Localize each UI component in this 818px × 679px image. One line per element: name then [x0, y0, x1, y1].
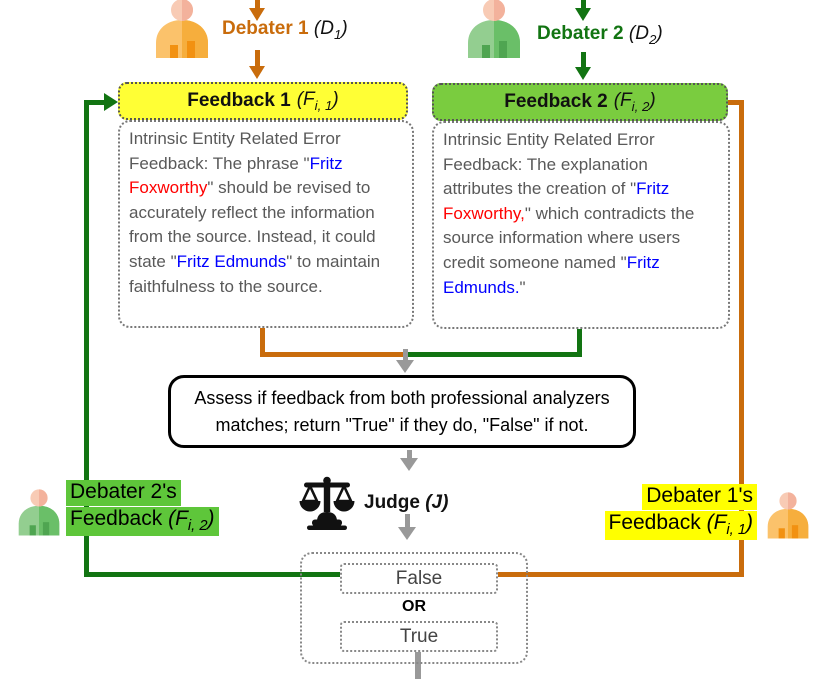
debater2-avatar-icon: [468, 0, 520, 58]
return-path-green-horizontal-top: [84, 100, 106, 105]
debater2-feedback-label: Debater 2's Feedback (Fi, 2): [66, 480, 219, 537]
debater1-name: Debater 1: [222, 18, 309, 39]
return-path-green-arrowhead: [104, 93, 118, 111]
arrow-into-debater1: [255, 0, 260, 9]
debater2-symbol: (D2): [628, 23, 663, 47]
feedback1-header: Feedback 1 (Fi, 1): [118, 82, 408, 120]
arrow-into-debater2-head: [575, 8, 591, 21]
arrow-junction-to-assess: [403, 349, 408, 361]
arrow-into-debater2: [581, 0, 586, 9]
return-path-orange-vertical: [739, 102, 744, 572]
true-label: True: [399, 625, 439, 647]
arrow-debater2-to-feedback2-head: [575, 67, 591, 80]
arrow-judge-to-outcome-head: [398, 527, 416, 540]
debater1-avatar-icon-small: [767, 492, 809, 539]
feedback1-text: Intrinsic Entity Related Error Feedback:…: [118, 120, 414, 328]
feedback2-text: Intrinsic Entity Related Error Feedback:…: [432, 121, 730, 329]
debater1-avatar-icon: [156, 0, 208, 58]
false-box: False: [340, 563, 498, 594]
arrow-assess-to-judge: [407, 450, 412, 459]
true-box: True: [340, 621, 498, 652]
feedback2-symbol: (Fi, 2): [613, 90, 656, 114]
connector-feedback2-down: [577, 327, 582, 357]
return-path-orange-horizontal-top: [720, 100, 744, 105]
debater2-label: Debater 2 (D2): [537, 23, 663, 47]
debater2-avatar-icon-small: [18, 489, 60, 536]
debater1-feedback-label-line1: Debater 1's: [642, 484, 757, 510]
return-path-green-vertical: [84, 100, 89, 577]
outcome-group-box: [300, 552, 528, 664]
debater2-name: Debater 2: [537, 23, 624, 44]
false-label: False: [395, 567, 443, 589]
arrow-assess-to-judge-head: [400, 458, 418, 471]
feedback2-title: Feedback 2: [504, 91, 608, 112]
judge-instruction-box: Assess if feedback from both professiona…: [168, 375, 636, 448]
arrow-debater1-to-feedback1: [255, 50, 260, 67]
feedback1-symbol: (Fi, 1): [296, 89, 339, 113]
return-path-green-horizontal-bottom: [84, 572, 340, 577]
arrow-debater2-to-feedback2: [581, 52, 586, 68]
arrow-into-debater1-head: [249, 8, 265, 21]
judge-name: Judge: [364, 492, 420, 513]
or-label: OR: [402, 598, 426, 615]
arrow-debater1-to-feedback1-head: [249, 66, 265, 79]
debater1-symbol: (D1): [313, 18, 348, 42]
return-path-orange-horizontal-bottom: [497, 572, 744, 577]
judge-scales-icon: [298, 475, 356, 531]
output-line-from-true: [415, 652, 421, 679]
debater1-feedback-label: Debater 1's Feedback (Fi, 1): [520, 484, 757, 541]
judge-symbol: (J): [425, 492, 449, 513]
feedback1-title: Feedback 1: [187, 90, 291, 111]
debater2-feedback-label-line1: Debater 2's: [66, 480, 181, 506]
debater1-label: Debater 1 (D1): [222, 18, 348, 42]
connector-feedback2-left: [406, 352, 582, 357]
arrow-junction-to-assess-head: [396, 360, 414, 373]
debater2-feedback-label-line2: Feedback (Fi, 2): [66, 507, 219, 537]
judge-instruction-text: Assess if feedback from both professiona…: [194, 388, 610, 435]
arrow-judge-to-outcome: [405, 514, 410, 528]
connector-feedback1-right: [260, 352, 406, 357]
connector-feedback1-down: [260, 326, 265, 357]
debater1-feedback-label-line2: Feedback (Fi, 1): [604, 511, 757, 541]
feedback2-header: Feedback 2 (Fi, 2): [432, 83, 728, 121]
judge-label: Judge (J): [364, 492, 448, 514]
